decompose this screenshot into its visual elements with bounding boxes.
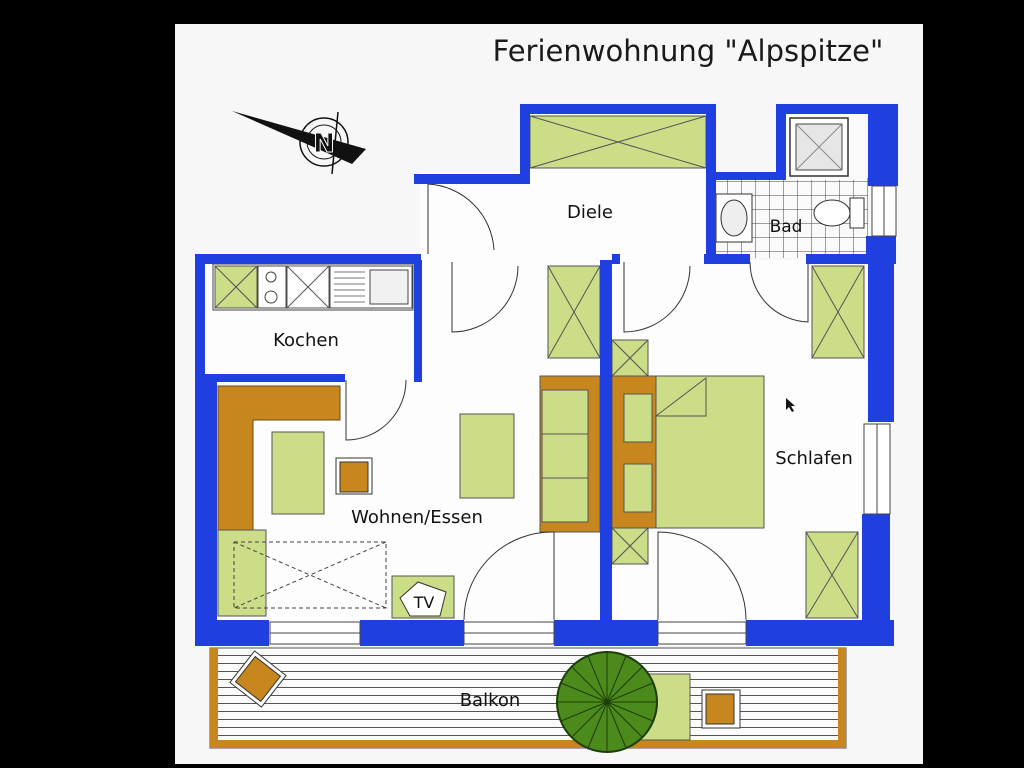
coffee-table	[459, 413, 515, 499]
room-label-bad: Bad	[770, 217, 803, 237]
stove-icon	[257, 265, 287, 309]
shower-icon	[789, 117, 849, 177]
balcony	[209, 647, 847, 753]
compass-icon: N	[232, 111, 366, 175]
room-label-balkon: Balkon	[460, 690, 521, 711]
wardrobe-diele	[529, 115, 707, 169]
kitchen-sink-icon	[329, 265, 413, 309]
room-label-kochen: Kochen	[273, 330, 339, 351]
sofa	[539, 375, 601, 533]
door-swings	[345, 183, 809, 621]
plant-icon	[556, 651, 658, 753]
compass-letter: N	[313, 129, 335, 159]
chair-dining	[335, 457, 373, 495]
room-label-diele: Diele	[567, 202, 613, 223]
kitchen-counter	[212, 263, 414, 311]
bed	[611, 375, 765, 529]
walls	[195, 104, 898, 646]
nightstand-bottom	[611, 527, 649, 565]
plan-title: Ferienwohnung "Alpspitze"	[493, 34, 884, 68]
tv-label: TV	[413, 593, 435, 612]
balcony-chair-right	[701, 689, 741, 729]
toilet-icon	[813, 197, 865, 229]
balcony-chair-left	[229, 650, 287, 708]
tv-icon: TV	[391, 575, 455, 619]
wardrobe-bedroom-bottom	[805, 531, 859, 619]
dining-table	[271, 431, 325, 515]
room-label-schlafen: Schlafen	[775, 448, 853, 469]
sink-icon	[715, 193, 753, 243]
daybed	[217, 529, 387, 617]
room-label-wohnen: Wohnen/Essen	[351, 507, 483, 528]
wardrobe-living	[547, 265, 601, 359]
wardrobe-bedroom-top	[811, 265, 865, 359]
cursor-icon	[786, 398, 795, 412]
nightstand-top	[611, 339, 649, 377]
